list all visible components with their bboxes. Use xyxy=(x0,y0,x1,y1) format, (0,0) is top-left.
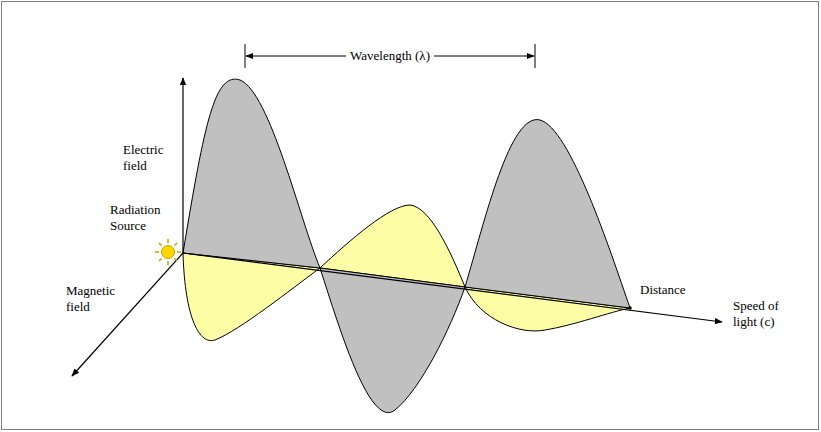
propagation-axis xyxy=(183,253,722,322)
electric-lobe xyxy=(465,120,630,308)
electric-axis xyxy=(182,78,183,253)
dimension-tick xyxy=(535,44,536,68)
sun-icon xyxy=(155,239,181,265)
magnetic-axis xyxy=(72,253,183,376)
axis-label: Magnetic field xyxy=(66,283,124,315)
axis-label: Distance xyxy=(640,282,685,298)
electric-wave xyxy=(183,79,630,412)
dimension-label: Wavelength (λ) xyxy=(346,48,434,64)
electric-lobe xyxy=(183,79,320,268)
distance-dot xyxy=(628,306,632,310)
dimension-tick xyxy=(245,44,246,68)
axis-label: Speed of light (c) xyxy=(733,298,791,330)
source-label: Radiation Source xyxy=(110,202,170,234)
electric-lobe xyxy=(320,268,465,413)
axis-label: Electric field xyxy=(123,142,175,174)
